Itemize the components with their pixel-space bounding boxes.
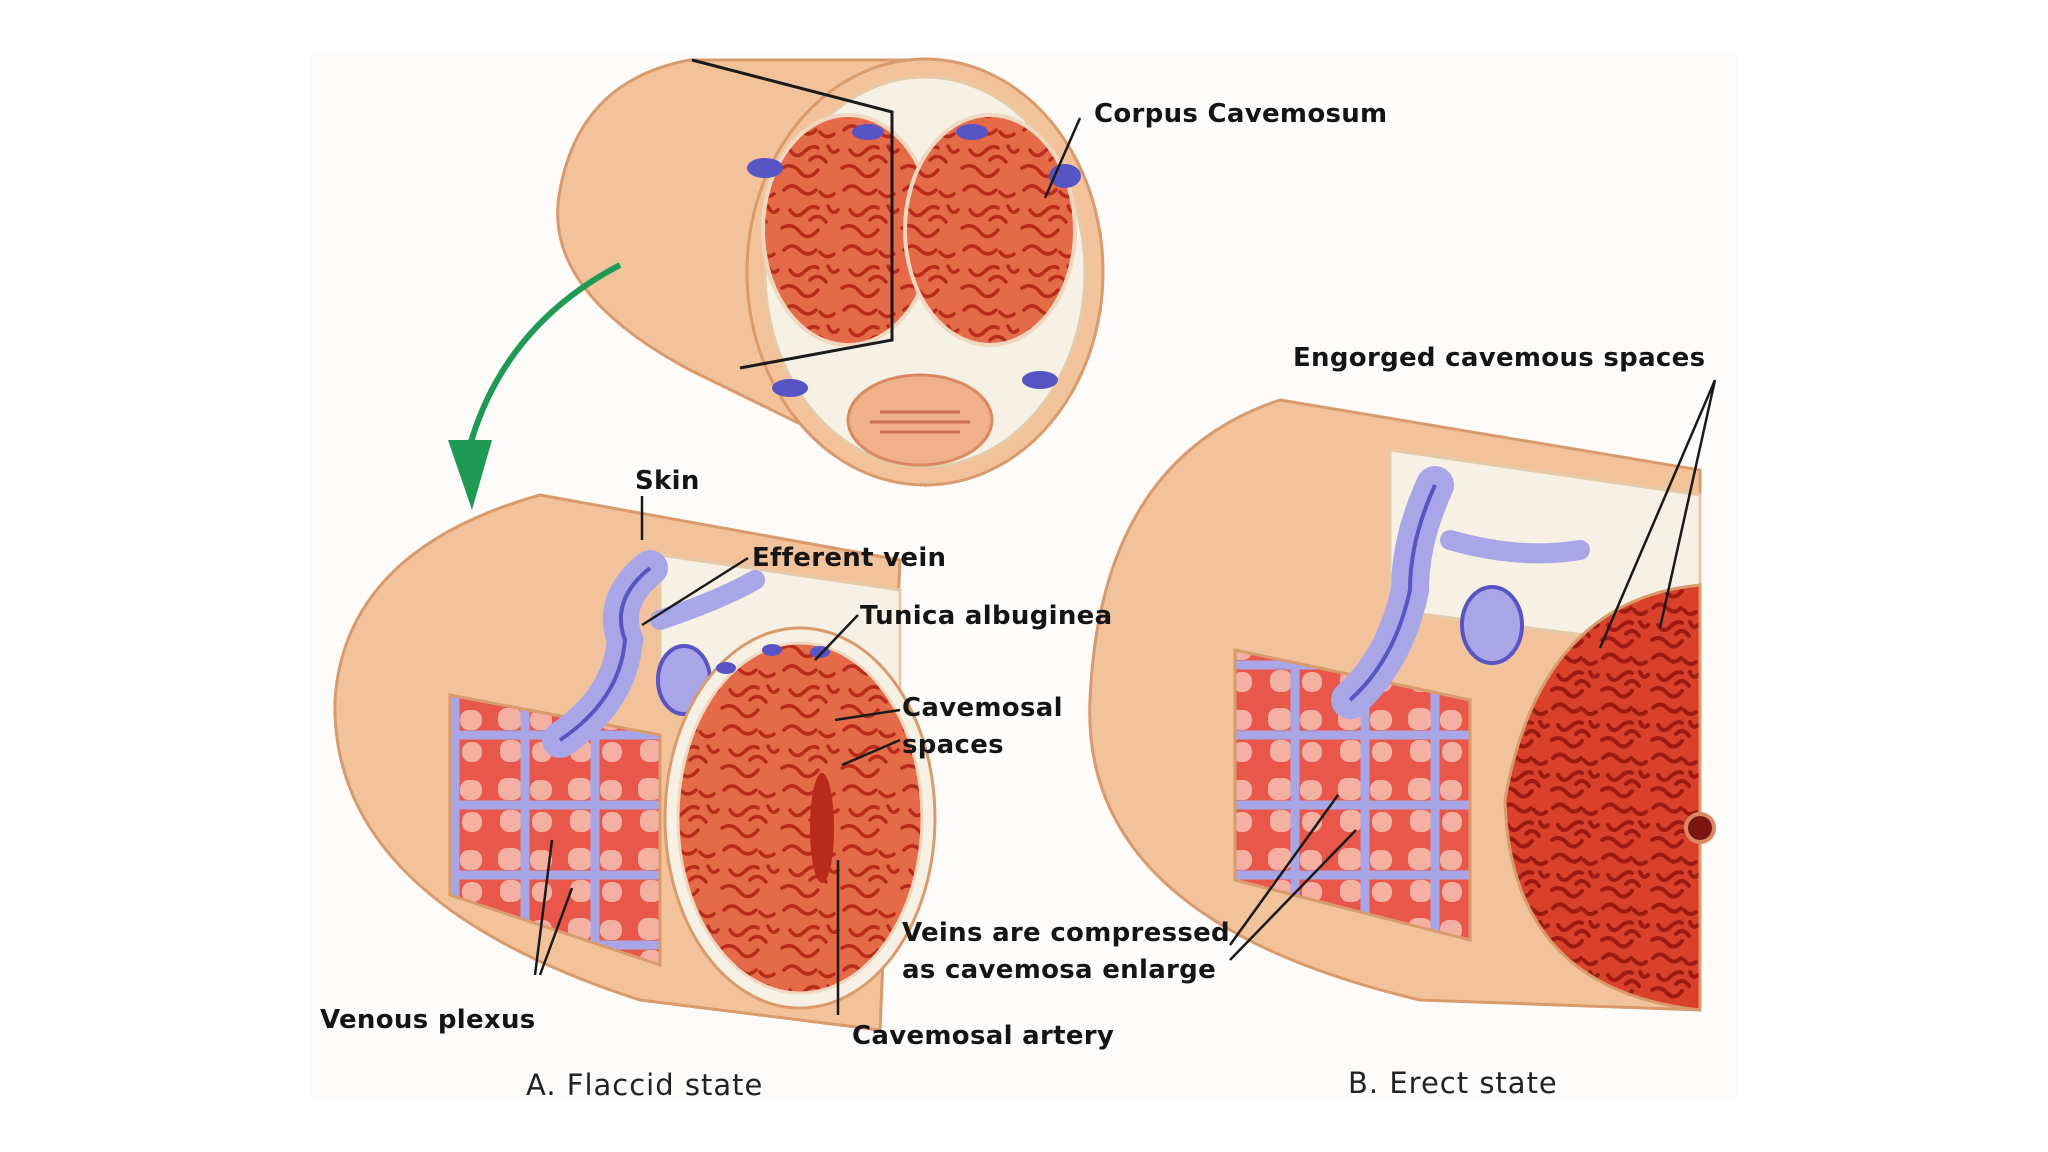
green-arrow <box>467 262 622 446</box>
label-tunica-albuginea: Tunica albuginea <box>860 601 1113 631</box>
flaccid-section <box>333 493 937 1032</box>
label-corpus-cavemosum: Corpus Cavemosum <box>1094 99 1388 129</box>
green-arrow-head <box>448 440 492 510</box>
caption-flaccid-state: A. Flaccid state <box>526 1068 764 1102</box>
label-cavemosal-spaces-line2: spaces <box>902 730 1004 760</box>
leader-lines <box>533 117 1717 1015</box>
top-cross-section <box>556 57 1105 488</box>
erect-section <box>1088 398 1716 1012</box>
leader-corpus <box>1043 117 1082 199</box>
leader-engorged <box>1598 379 1717 649</box>
leader-efferent <box>641 556 749 627</box>
label-engorged-spaces: Engorged cavemous spaces <box>1293 343 1706 373</box>
label-skin: Skin <box>635 466 700 496</box>
label-efferent-vein: Efferent vein <box>752 543 947 573</box>
label-cavemosal-spaces-line1: Cavemosal <box>902 693 1063 723</box>
label-cavemosal-artery: Cavemosal artery <box>852 1021 1115 1051</box>
label-veins-compressed-line2: as cavemosa enlarge <box>902 955 1217 985</box>
leader-tunica <box>814 614 859 661</box>
caption-erect-state: B. Erect state <box>1348 1066 1558 1100</box>
label-veins-compressed-line1: Veins are compressed <box>902 918 1230 948</box>
leader-veins-compressed <box>1228 794 1357 961</box>
leader-cav-spaces <box>834 708 901 767</box>
label-venous-plexus: Venous plexus <box>320 1005 536 1035</box>
leader-venous <box>533 839 574 976</box>
